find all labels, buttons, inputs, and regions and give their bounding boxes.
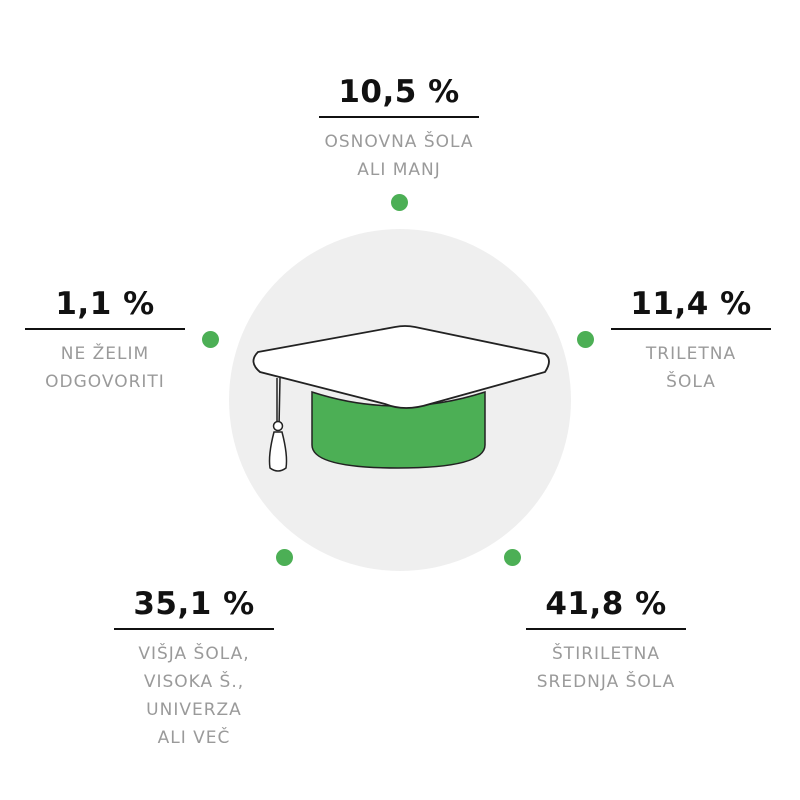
label-line: OSNOVNA ŠOLA <box>324 132 474 152</box>
stat-value: 35,1 % <box>114 586 274 630</box>
marker-dot-top <box>391 194 408 211</box>
stat-value: 1,1 % <box>25 286 185 330</box>
stat-value: 10,5 % <box>319 74 479 118</box>
stat-higher-education: 35,1 % VIŠJA ŠOLA, VISOKA Š., UNIVERZA A… <box>114 586 274 752</box>
stat-four-year-secondary: 41,8 % ŠTIRILETNA SREDNJA ŠOLA <box>526 586 686 696</box>
stat-no-answer: 1,1 % NE ŽELIM ODGOVORITI <box>25 286 185 396</box>
graduation-cap-icon <box>252 325 550 472</box>
label-line: ALI VEČ <box>157 728 231 748</box>
label-line: VIŠJA ŠOLA, <box>138 644 250 664</box>
stat-value: 41,8 % <box>526 586 686 630</box>
marker-dot-left <box>202 331 219 348</box>
stat-value: 11,4 % <box>611 286 771 330</box>
label-line: ŠOLA <box>666 372 716 392</box>
stat-label: VIŠJA ŠOLA, VISOKA Š., UNIVERZA ALI VEČ <box>114 640 274 752</box>
label-line: UNIVERZA <box>146 700 242 720</box>
label-line: SREDNJA ŠOLA <box>536 672 676 692</box>
marker-dot-bottom-right <box>504 549 521 566</box>
stat-basic-school: 10,5 % OSNOVNA ŠOLA ALI MANJ <box>319 74 479 184</box>
stat-label: TRILETNA ŠOLA <box>611 340 771 396</box>
label-line: ODGOVORITI <box>45 372 165 392</box>
marker-dot-right <box>577 331 594 348</box>
label-line: TRILETNA <box>645 344 737 364</box>
stat-three-year-school: 11,4 % TRILETNA ŠOLA <box>611 286 771 396</box>
label-line: NE ŽELIM <box>60 344 150 364</box>
label-line: ŠTIRILETNA <box>552 644 660 664</box>
marker-dot-bottom-left <box>276 549 293 566</box>
stat-label: NE ŽELIM ODGOVORITI <box>25 340 185 396</box>
stat-label: OSNOVNA ŠOLA ALI MANJ <box>319 128 479 184</box>
stat-label: ŠTIRILETNA SREDNJA ŠOLA <box>526 640 686 696</box>
label-line: ALI MANJ <box>357 160 441 180</box>
label-line: VISOKA Š., <box>143 672 245 692</box>
